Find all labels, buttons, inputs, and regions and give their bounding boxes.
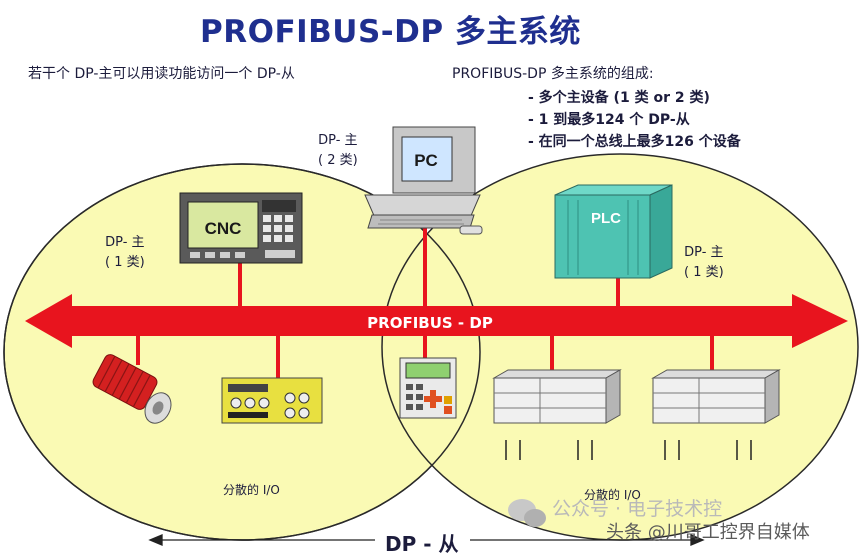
bullet-item: - 多个主设备 (1 类 or 2 类): [528, 90, 710, 106]
left-note: 若干个 DP-主可以用读功能访问一个 DP-从: [28, 66, 295, 82]
bus-label: PROFIBUS - DP: [367, 314, 493, 332]
pc-master-label-line1: DP- 主: [318, 133, 358, 148]
profibus-bus-arrow: [25, 294, 848, 348]
bullet-item: - 1 到最多124 个 DP-从: [528, 112, 690, 128]
plc-master-label: DP- 主 ( 1 类): [684, 243, 724, 283]
io-right-label: 分散的 I/O: [584, 488, 641, 502]
plc-screen-text: PLC: [591, 210, 621, 227]
pc-master-label: DP- 主 ( 2 类): [318, 131, 358, 171]
bus-drop-lines: [136, 228, 714, 378]
page-title: PROFIBUS-DP 多主系统: [200, 14, 581, 50]
rack-slave-1: [492, 369, 622, 460]
pc-master-label-line2: ( 2 类): [318, 153, 358, 168]
cnc-icon: [179, 192, 303, 264]
wechat-watermark-icon: [508, 499, 546, 527]
plc-icon: [554, 184, 673, 279]
cnc-screen-text: CNC: [205, 219, 242, 238]
plc-master-label-line1: DP- 主: [684, 245, 724, 260]
plc-master-label-line2: ( 1 类): [684, 265, 724, 280]
io-left-label: 分散的 I/O: [223, 483, 280, 497]
pc-screen-text: PC: [414, 151, 438, 170]
operator-panel-icon: [399, 357, 457, 419]
watermark-primary: 公众号 · 电子技术控: [552, 498, 723, 520]
slave-label: DP - 从: [385, 532, 459, 556]
bullet-item: - 在同一个总线上最多126 个设备: [528, 134, 741, 150]
drive-icon: [92, 354, 172, 424]
cnc-master-label-line1: DP- 主: [105, 235, 145, 250]
cnc-master-label: DP- 主 ( 1 类): [105, 233, 145, 273]
rack-slave-2: [651, 369, 781, 460]
pc-icon: [364, 126, 483, 235]
cnc-master-label-line2: ( 1 类): [105, 255, 145, 270]
slave-arrow: [148, 534, 705, 546]
composition-heading: PROFIBUS-DP 多主系统的组成:: [452, 66, 654, 82]
distributed-io-icon: [221, 377, 323, 424]
watermark-secondary: 头条 @川哥工控界自媒体: [606, 522, 810, 543]
